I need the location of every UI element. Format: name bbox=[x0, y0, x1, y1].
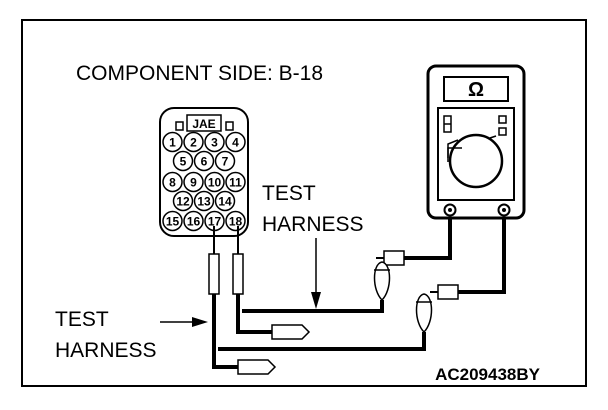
pin-14-label: 14 bbox=[218, 195, 232, 209]
pin-5-label: 5 bbox=[180, 155, 187, 169]
connector-tab-right bbox=[225, 121, 234, 131]
pin-16 bbox=[183, 210, 204, 232]
pin-9-label: 9 bbox=[190, 176, 197, 190]
test-harness-label-left-line2: HARNESS bbox=[55, 339, 157, 362]
connector-maker-box bbox=[186, 114, 222, 132]
pin-4 bbox=[225, 131, 246, 153]
pin-2 bbox=[183, 131, 204, 153]
pin-11 bbox=[225, 171, 246, 193]
pin-8-label: 8 bbox=[169, 176, 176, 190]
pin-6-label: 6 bbox=[201, 155, 208, 169]
pin-2-label: 2 bbox=[190, 136, 197, 150]
pin-1-label: 1 bbox=[169, 136, 176, 150]
test-harness-label-left-line1: TEST bbox=[55, 308, 109, 331]
test-harness-label-right-line1: TEST bbox=[262, 182, 316, 205]
connector-maker-label: JAE bbox=[192, 117, 215, 131]
figure-frame bbox=[21, 19, 587, 387]
pin-6 bbox=[193, 150, 215, 172]
pin-10-label: 10 bbox=[208, 176, 222, 190]
meter-indicator-top bbox=[498, 115, 507, 124]
pin-8 bbox=[162, 171, 183, 193]
pin-18-label: 18 bbox=[229, 215, 243, 229]
pin-12-label: 12 bbox=[176, 195, 190, 209]
arrow-left-label bbox=[160, 317, 208, 327]
pin-18 bbox=[225, 210, 246, 232]
component-side-title: COMPONENT SIDE: B-18 bbox=[76, 62, 323, 85]
pin-5 bbox=[172, 150, 194, 172]
pin-1 bbox=[162, 131, 183, 153]
test-harness-left-lead bbox=[208, 226, 277, 375]
arrow-right-label bbox=[311, 238, 321, 309]
meter-lead-lower bbox=[218, 212, 506, 351]
meter-lead-upper bbox=[242, 212, 452, 313]
pin-16-label: 16 bbox=[187, 215, 201, 229]
meter-range-dial bbox=[448, 133, 504, 189]
pin-17-label: 17 bbox=[208, 215, 222, 229]
pin-15-label: 15 bbox=[166, 215, 180, 229]
figure-code: AC209438BY bbox=[435, 365, 541, 384]
pin-15 bbox=[162, 210, 183, 232]
pin-13-label: 13 bbox=[197, 195, 211, 209]
pin-12 bbox=[172, 190, 194, 212]
pin-4-label: 4 bbox=[232, 136, 239, 150]
ohmmeter: Ω bbox=[426, 64, 526, 220]
test-harness-right-lead bbox=[232, 226, 311, 340]
pin-3 bbox=[204, 131, 225, 153]
meter-indicator-bottom bbox=[498, 127, 507, 136]
pin-10 bbox=[204, 171, 225, 193]
pin-3-label: 3 bbox=[211, 136, 218, 150]
pin-14 bbox=[214, 190, 236, 212]
ohm-symbol: Ω bbox=[468, 79, 484, 101]
pin-11-label: 11 bbox=[229, 176, 242, 190]
connector-tab-left bbox=[175, 121, 184, 131]
pin-7 bbox=[214, 150, 236, 172]
pin-7-label: 7 bbox=[222, 155, 229, 169]
meter-display bbox=[443, 76, 509, 102]
pin-9 bbox=[183, 171, 204, 193]
pin-13 bbox=[193, 190, 215, 212]
test-harness-label-right-line2: HARNESS bbox=[262, 213, 364, 236]
